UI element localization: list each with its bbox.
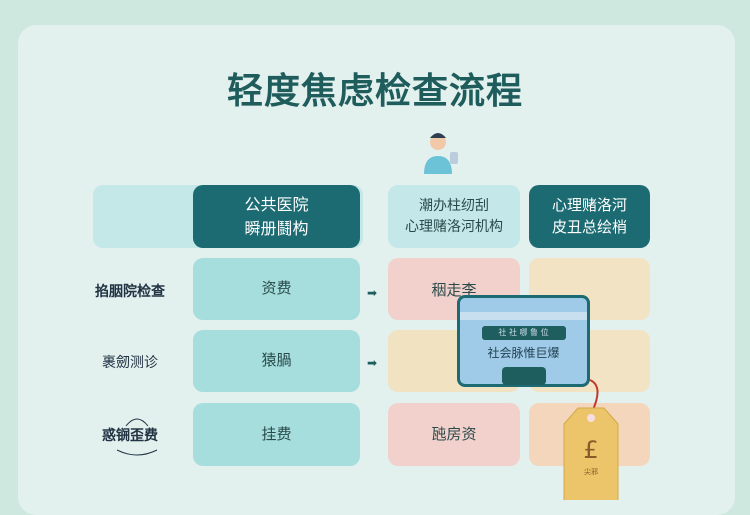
svg-text:£: £ — [583, 436, 598, 464]
header-counseling-agency: 潮办柱纫刮 心理赌洛河机构 — [388, 185, 520, 248]
cell: 瓲房资 — [388, 403, 520, 466]
smile-icon — [116, 418, 158, 456]
cell: 猿腡 — [193, 330, 360, 392]
price-tag-icon: £ 尖邪 — [563, 379, 619, 500]
arrow-icon: ➡ — [367, 286, 378, 300]
row-label: 裹劒测诊 — [102, 355, 158, 371]
card-text: 社会脉惟巨爆 — [487, 346, 560, 360]
insurance-card: 社 社 哪 鲁 位 社会脉惟巨爆 — [457, 295, 590, 387]
row-label: 掐胭院检查 — [95, 284, 165, 300]
page-title: 轻度焦虑检查流程 — [226, 71, 523, 112]
card-badge: 社 社 哪 鲁 位 — [481, 326, 566, 340]
header-counseling-service: 心理赌洛河 皮丑总绘梢 — [529, 185, 650, 248]
header-public-hospital: 公共医院 瞬册鬪构 — [193, 185, 360, 248]
person-icon — [424, 133, 458, 174]
tag-text: 尖邪 — [584, 467, 598, 476]
cell: 资费 — [193, 258, 360, 320]
arrow-icon: ➡ — [367, 356, 378, 370]
cell: 挂费 — [193, 403, 360, 466]
row-label: 惑锎歪费 — [102, 428, 158, 444]
